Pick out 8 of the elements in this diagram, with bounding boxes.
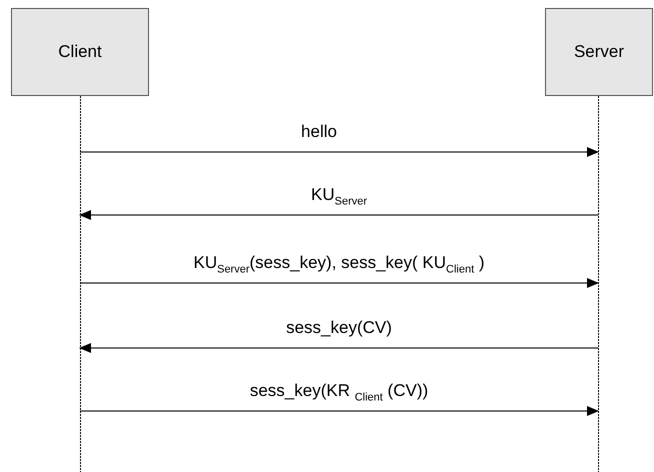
message-arrow <box>80 406 599 416</box>
participant-name: Client <box>58 42 102 62</box>
participant-name: Server <box>574 42 624 62</box>
message-arrow <box>80 147 599 157</box>
message-arrow <box>79 343 598 353</box>
message-arrow <box>79 210 598 220</box>
message-arrow <box>80 278 599 288</box>
message-label: sess_key(CV) <box>286 318 392 338</box>
